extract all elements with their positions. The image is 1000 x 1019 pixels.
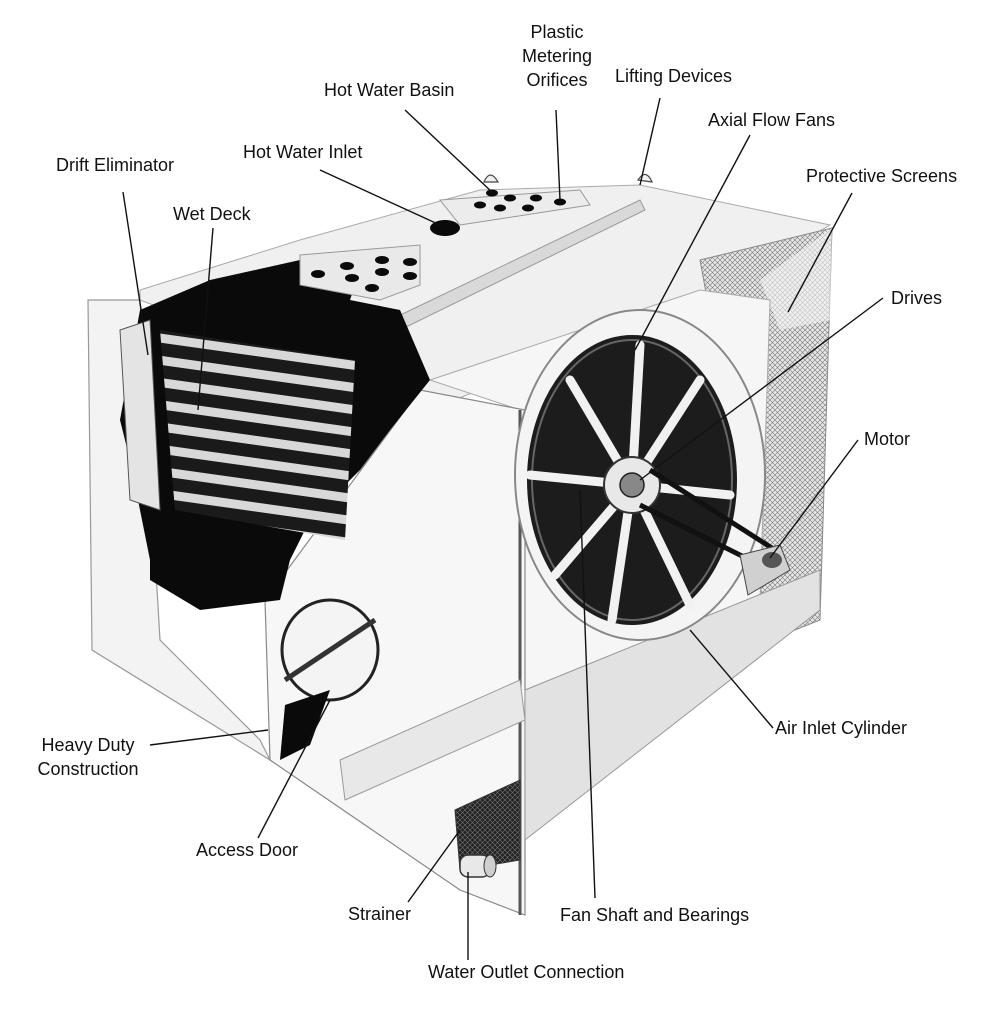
strainer	[454, 779, 521, 871]
label-drives: Drives	[891, 288, 943, 308]
label-heavy-duty-construction-line1: Heavy Duty	[41, 735, 135, 755]
label-protective-screens: Protective Screens	[806, 166, 958, 186]
access-door	[280, 598, 380, 760]
label-axial-flow-fans: Axial Flow Fans	[708, 110, 836, 130]
leader-air-inlet-cylinder	[689, 629, 774, 729]
leader-lines	[122, 97, 884, 960]
leader-lifting-devices	[639, 97, 661, 186]
cutaway-wet-deck	[119, 260, 430, 610]
leader-axial-flow-fans	[634, 134, 751, 351]
leader-fan-shaft-and-bearings	[579, 489, 596, 899]
label-hot-water-basin: Hot Water Basin	[324, 80, 455, 100]
label-plastic-metering-orifices-line1: Plastic	[530, 22, 584, 42]
leader-drift-eliminator	[122, 191, 149, 356]
water-outlet-connection	[459, 854, 497, 878]
leader-access-door	[257, 699, 331, 839]
label-wet-deck: Wet Deck	[173, 204, 251, 224]
leader-wet-deck	[197, 227, 214, 411]
label-motor: Motor	[864, 429, 911, 449]
motor	[739, 544, 791, 596]
leader-plastic-metering-orifices	[555, 109, 561, 201]
label-access-door: Access Door	[196, 840, 299, 860]
label-air-inlet-cylinder: Air Inlet Cylinder	[775, 718, 908, 738]
label-lifting-devices: Lifting Devices	[615, 66, 733, 86]
leader-heavy-duty-construction	[149, 729, 269, 746]
leader-strainer	[407, 829, 461, 903]
label-hot-water-inlet: Hot Water Inlet	[243, 142, 363, 162]
leader-hot-water-inlet	[319, 169, 441, 226]
leader-drives	[639, 297, 884, 481]
leader-hot-water-basin	[404, 109, 494, 194]
label-plastic-metering-orifices: Plastic Metering Orifices	[512, 20, 602, 92]
leader-motor	[769, 439, 859, 559]
axial-fan-assembly	[514, 309, 791, 641]
hot-water-basin	[299, 189, 591, 301]
label-water-outlet-connection: Water Outlet Connection	[428, 962, 625, 982]
label-plastic-metering-orifices-line2: Metering	[521, 46, 593, 66]
leader-protective-screens	[787, 192, 853, 313]
label-strainer: Strainer	[348, 904, 412, 924]
lifting-devices	[483, 173, 653, 183]
metering-orifices	[311, 189, 566, 292]
label-heavy-duty-construction-line2: Construction	[37, 759, 139, 779]
label-drift-eliminator: Drift Eliminator	[56, 155, 175, 175]
label-fan-shaft-and-bearings: Fan Shaft and Bearings	[560, 905, 750, 925]
label-plastic-metering-orifices-line3: Orifices	[526, 70, 588, 90]
label-heavy-duty-construction: Heavy Duty Construction	[26, 733, 150, 781]
